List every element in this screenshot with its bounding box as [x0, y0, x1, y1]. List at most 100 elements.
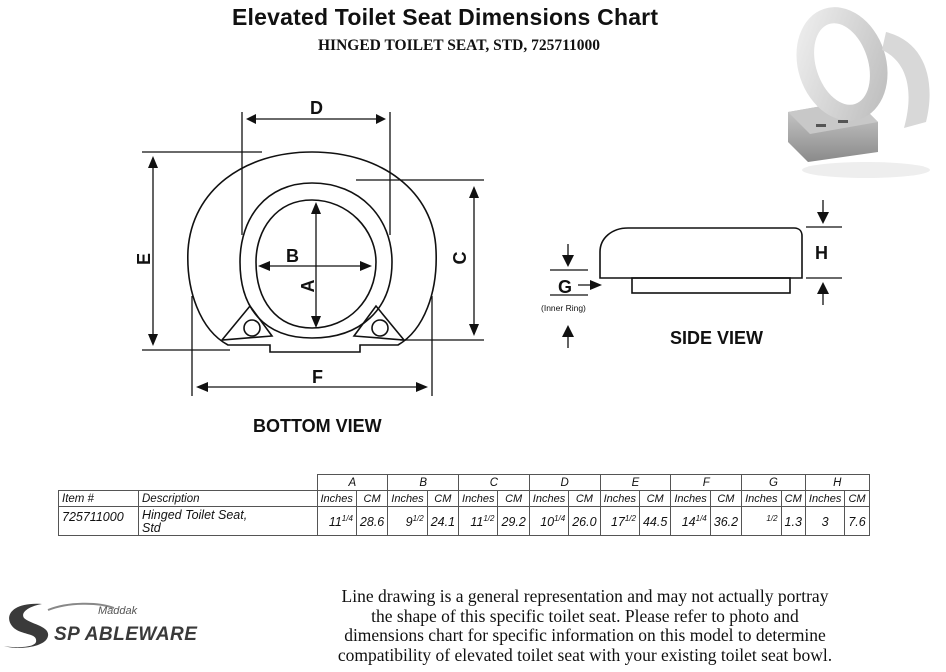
- b-inches-fraction: 1/2: [412, 514, 424, 524]
- seat-inner-ring: [239, 182, 393, 339]
- dim-g-note: (Inner Ring): [541, 303, 586, 313]
- arrow-g-bottom: [562, 325, 574, 337]
- value-h-cm: 7.6: [844, 506, 870, 536]
- e-inches-whole: 17: [610, 515, 625, 530]
- bottom-view-label: BOTTOM VIEW: [253, 416, 382, 436]
- c-inches-fraction: 1/2: [483, 514, 495, 524]
- value-b-cm: 24.1: [426, 506, 460, 536]
- arrow-b-left: [258, 261, 270, 271]
- group-header-a: A: [316, 474, 389, 491]
- side-inner-ring: [631, 277, 791, 294]
- value-a-inches: 111/4: [316, 506, 357, 536]
- arrow-f-right: [416, 382, 428, 392]
- value-f-inches: 141/4: [670, 506, 711, 536]
- side-view-diagram: H G (Inner Ring): [541, 200, 842, 348]
- col-d-cm: CM: [568, 490, 601, 507]
- logo-maddak: Maddak: [98, 605, 138, 617]
- group-header-d: D: [528, 474, 601, 491]
- dim-c-label: C: [450, 252, 470, 265]
- group-header-f: F: [670, 474, 743, 491]
- group-header-e: E: [599, 474, 672, 491]
- side-seat-body: [599, 227, 803, 279]
- col-h-inches: Inches: [804, 490, 846, 507]
- col-b-inches: Inches: [387, 490, 428, 507]
- f-inches-whole: 14: [681, 515, 696, 530]
- disclaimer-text: Line drawing is a general representation…: [285, 586, 885, 665]
- hinge-left: [220, 304, 274, 341]
- hinge-left-hole: [243, 319, 261, 337]
- seat-outer-outline: [187, 151, 437, 353]
- arrow-b-right: [360, 261, 372, 271]
- value-f-cm: 36.2: [709, 506, 743, 536]
- col-g-inches: Inches: [741, 490, 782, 507]
- logo-swoosh-mark: [4, 603, 49, 648]
- bottom-view-diagram: D E C B A F: [134, 98, 484, 396]
- col-f-inches: Inches: [670, 490, 711, 507]
- col-item-header: Item #: [58, 490, 139, 507]
- b-inches-whole: 9: [405, 515, 413, 530]
- e-inches-fraction: 1/2: [624, 514, 636, 524]
- dimensions-table: A B C D E F G H Item # Description Inche…: [58, 474, 870, 536]
- group-header-c: C: [458, 474, 530, 491]
- col-g-cm: CM: [780, 490, 806, 507]
- arrow-d-left: [246, 114, 256, 124]
- description-line1: Hinged Toilet Seat,: [142, 508, 248, 522]
- sp-ableware-logo: Maddak SP ABLEWARE: [4, 602, 198, 648]
- value-c-cm: 29.2: [497, 506, 530, 536]
- arrow-d-right: [376, 114, 386, 124]
- dim-f-label: F: [312, 367, 323, 387]
- product-photo: [788, 7, 930, 178]
- col-c-inches: Inches: [458, 490, 499, 507]
- dim-a-label: A: [298, 280, 318, 293]
- arrow-g-pointer: [590, 280, 602, 290]
- col-c-cm: CM: [497, 490, 530, 507]
- item-number: 725711000: [58, 506, 139, 536]
- table-header-row: Item # Description Inches CM Inches CM I…: [58, 490, 870, 507]
- value-g-cm: 1.3: [780, 506, 806, 536]
- d-inches-fraction: 1/4: [554, 514, 566, 524]
- value-g-inches: 1/2: [741, 506, 782, 536]
- arrow-e-top: [148, 156, 158, 168]
- c-inches-whole: 11: [470, 515, 484, 530]
- disclaimer-line1: Line drawing is a general representation…: [341, 586, 829, 606]
- col-h-cm: CM: [844, 490, 870, 507]
- col-f-cm: CM: [709, 490, 743, 507]
- value-h-inches: 3: [804, 506, 846, 536]
- arrow-c-bottom: [469, 324, 479, 336]
- col-e-cm: CM: [638, 490, 672, 507]
- hinge-right-hole: [371, 319, 389, 337]
- page-title: Elevated Toilet Seat Dimensions Chart: [232, 4, 659, 30]
- a-inches-whole: 11: [328, 515, 342, 530]
- hinge-right: [352, 304, 406, 341]
- group-header-b: B: [387, 474, 460, 491]
- value-a-cm: 28.6: [355, 506, 389, 536]
- value-d-inches: 101/4: [528, 506, 570, 536]
- arrow-e-bottom: [148, 334, 158, 346]
- value-c-inches: 111/2: [458, 506, 499, 536]
- col-b-cm: CM: [426, 490, 460, 507]
- disclaimer-line4: compatibility of elevated toilet seat wi…: [337, 644, 833, 665]
- value-e-cm: 44.5: [638, 506, 672, 536]
- value-d-cm: 26.0: [568, 506, 601, 536]
- col-a-inches: Inches: [316, 490, 357, 507]
- arrow-a-bottom: [311, 316, 321, 328]
- disclaimer-line2: the shape of this specific toilet seat. …: [371, 605, 799, 626]
- group-header-h: H: [804, 474, 870, 491]
- table-group-row: A B C D E F G H: [59, 474, 870, 491]
- dim-e-label: E: [134, 253, 154, 265]
- arrow-g-top: [562, 255, 574, 267]
- logo-brand: SP ABLEWARE: [54, 624, 198, 645]
- col-a-cm: CM: [355, 490, 389, 507]
- dim-d-label: D: [310, 98, 323, 118]
- dim-g-label: G: [558, 277, 572, 297]
- item-description: Hinged Toilet Seat, Std: [138, 506, 318, 536]
- logo-swoosh-line: [47, 602, 115, 611]
- arrow-a-top: [311, 202, 321, 214]
- side-view-label: SIDE VIEW: [670, 328, 764, 348]
- col-e-inches: Inches: [599, 490, 640, 507]
- dim-b-label: B: [286, 246, 299, 266]
- page-subtitle: HINGED TOILET SEAT, STD, 725711000: [318, 37, 600, 54]
- g-inches-fraction: 1/2: [766, 514, 778, 524]
- arrow-h-bottom: [817, 282, 829, 294]
- arrow-h-top: [817, 212, 829, 224]
